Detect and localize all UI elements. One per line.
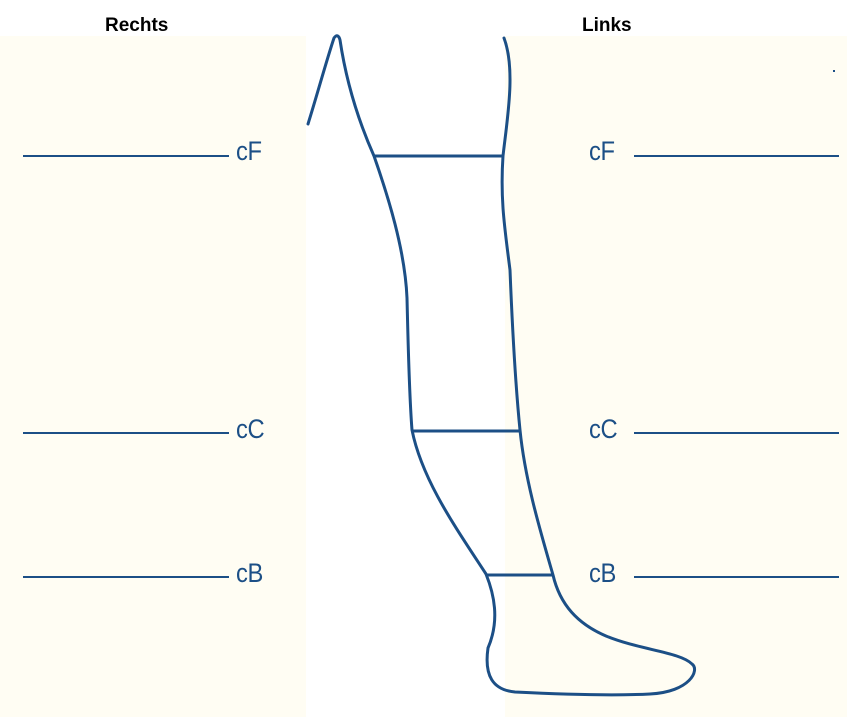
- left-cC-label: cC: [589, 416, 617, 443]
- left-cF-entry-line[interactable]: [634, 155, 839, 157]
- right-cC-entry-line[interactable]: [23, 432, 229, 434]
- leg-outline: [308, 36, 695, 695]
- stray-mark: [833, 70, 835, 72]
- right-cB-label: cB: [236, 560, 263, 587]
- right-cB-entry-line[interactable]: [23, 576, 229, 578]
- left-cB-label: cB: [589, 560, 616, 587]
- right-cF-label: cF: [236, 138, 262, 165]
- left-cF-label: cF: [589, 138, 615, 165]
- right-cF-entry-line[interactable]: [23, 155, 229, 157]
- left-cB-entry-line[interactable]: [634, 576, 839, 578]
- left-cC-entry-line[interactable]: [634, 432, 839, 434]
- right-cC-label: cC: [236, 416, 264, 443]
